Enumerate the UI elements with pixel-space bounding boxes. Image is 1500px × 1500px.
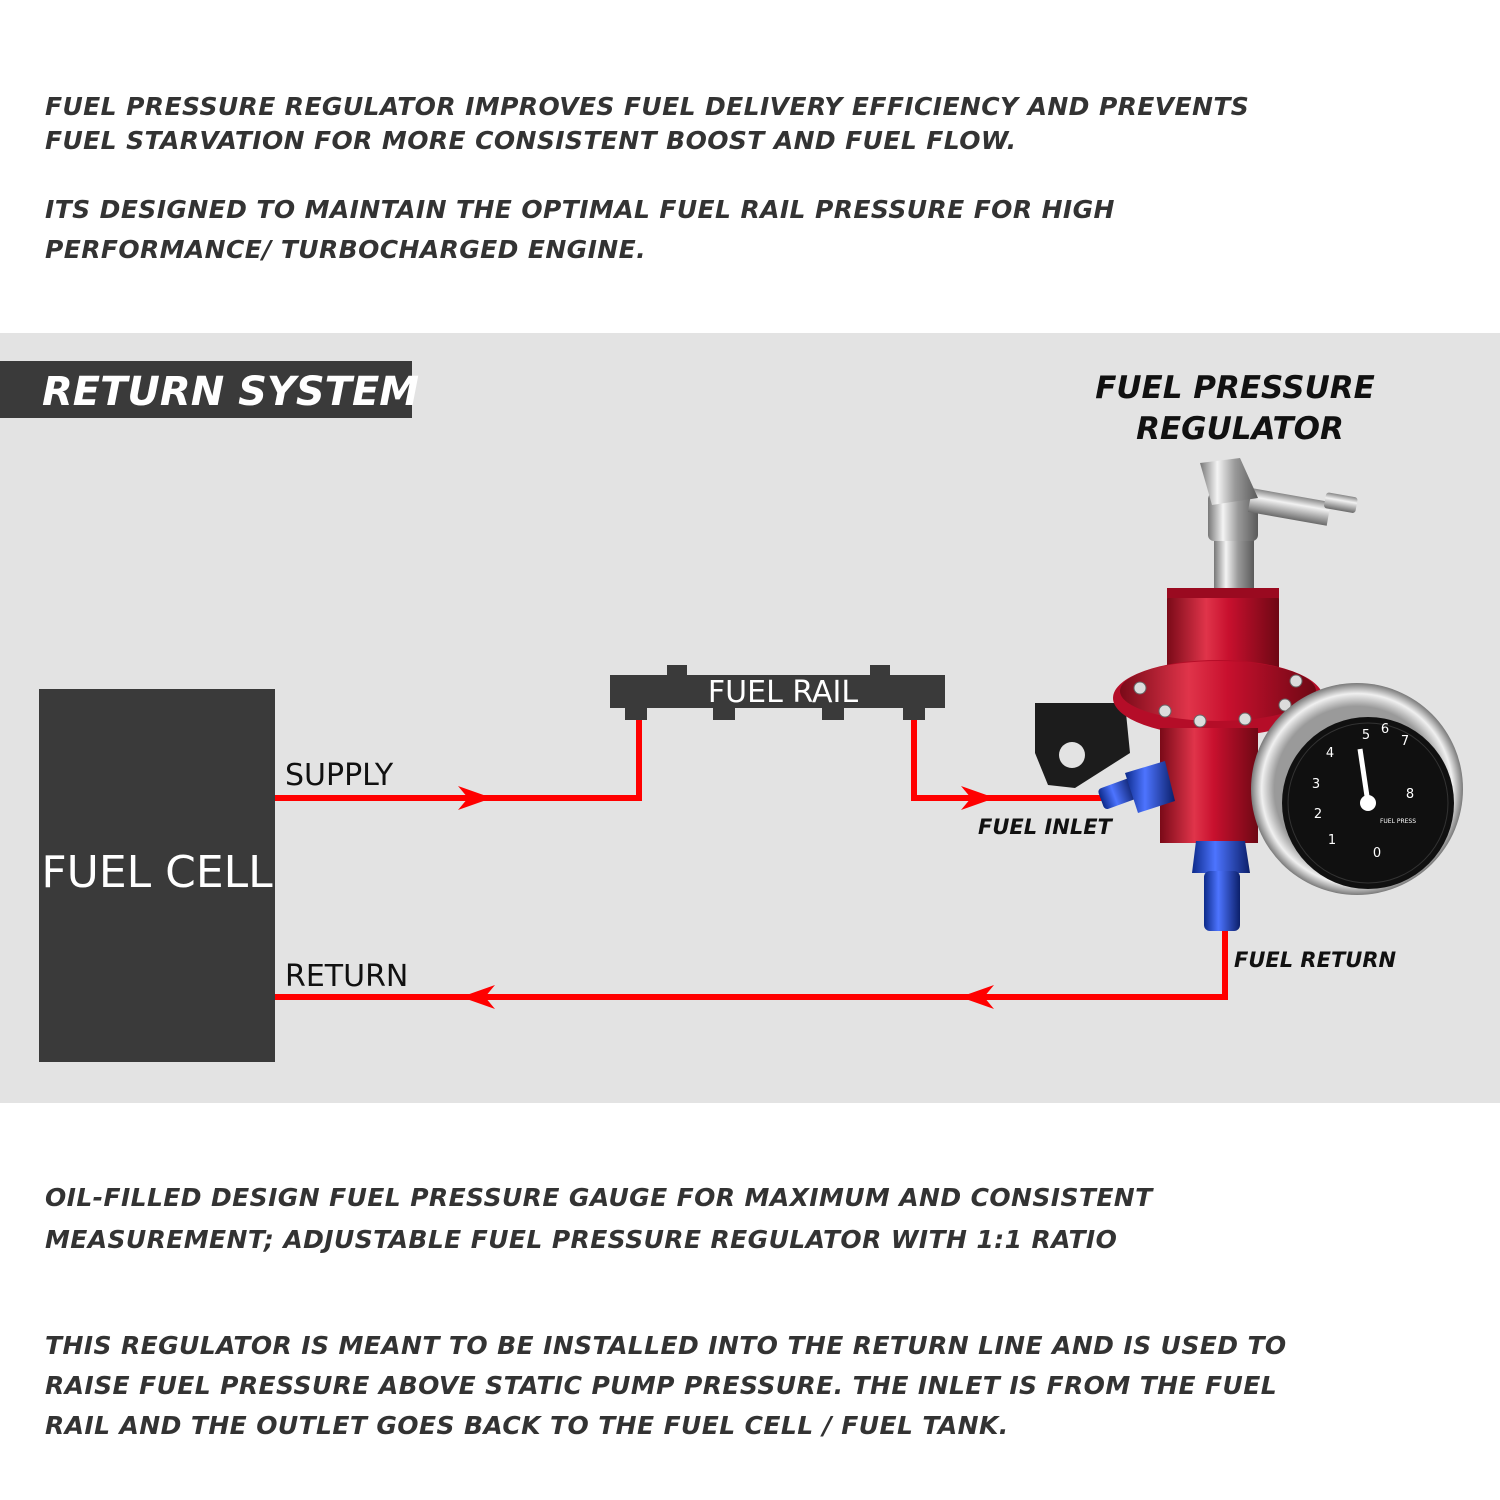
fuel-return-label: FUEL RETURN bbox=[1234, 948, 1396, 972]
inlet-fitting bbox=[1098, 778, 1137, 810]
return-arrow bbox=[960, 985, 994, 1009]
fuel-inlet-label: FUEL INLET bbox=[978, 815, 1114, 839]
fuel-rail bbox=[610, 665, 945, 720]
vacuum-nipple bbox=[1324, 492, 1358, 513]
flow-lines bbox=[275, 720, 1228, 1000]
intro-paragraph-efficiency: FUEL PRESSURE REGULATOR IMPROVES FUEL DE… bbox=[45, 90, 1249, 158]
return-arrow bbox=[461, 985, 495, 1009]
intro-line: ITS DESIGNED TO MAINTAIN THE OPTIMAL FUE… bbox=[45, 195, 1115, 224]
outro-line: OIL-FILLED DESIGN FUEL PRESSURE GAUGE FO… bbox=[45, 1183, 1153, 1212]
outro-line: RAIL AND THE OUTLET GOES BACK TO THE FUE… bbox=[45, 1411, 1009, 1440]
supply-label: SUPPLY bbox=[285, 758, 394, 793]
fuel-rail-label: FUEL RAIL bbox=[708, 675, 858, 710]
supply-arrow bbox=[458, 786, 492, 810]
fuel-pressure-regulator: 0 1 2 3 4 5 6 7 8 FUEL PRESS bbox=[1035, 458, 1463, 931]
regulator-title-line: REGULATOR bbox=[1136, 411, 1344, 447]
inlet-arrow bbox=[961, 786, 995, 810]
section-title-badge bbox=[0, 361, 412, 418]
intro-line: FUEL PRESSURE REGULATOR IMPROVES FUEL DE… bbox=[45, 92, 1250, 121]
outro-line: THIS REGULATOR IS MEANT TO BE INSTALLED … bbox=[45, 1331, 1287, 1360]
gauge-face-text: FUEL PRESS bbox=[1380, 818, 1416, 825]
intro-paragraph-design: ITS DESIGNED TO MAINTAIN THE OPTIMAL FUE… bbox=[45, 190, 1115, 270]
mounting-bracket bbox=[1035, 703, 1130, 788]
fuel-cell-box bbox=[39, 689, 275, 1062]
outro-line: RAISE FUEL PRESSURE ABOVE STATIC PUMP PR… bbox=[45, 1371, 1278, 1400]
inlet-line bbox=[911, 720, 1102, 801]
supply-line bbox=[275, 720, 642, 801]
regulator-title-line: FUEL PRESSURE bbox=[1095, 370, 1375, 406]
gauge-tick: 3 bbox=[1312, 777, 1320, 792]
gauge-tick: 1 bbox=[1328, 833, 1336, 848]
outro-paragraph-installation: THIS REGULATOR IS MEANT TO BE INSTALLED … bbox=[45, 1326, 1287, 1446]
gauge-hub bbox=[1360, 795, 1376, 811]
gauge-tick: 6 bbox=[1381, 722, 1389, 737]
return-line bbox=[275, 930, 1228, 1000]
gauge-tick: 8 bbox=[1406, 787, 1414, 802]
gauge-tick: 4 bbox=[1326, 746, 1334, 761]
gauge-tick: 5 bbox=[1362, 728, 1370, 743]
gauge-tick: 0 bbox=[1373, 846, 1381, 861]
outro-line: MEASUREMENT; ADJUSTABLE FUEL PRESSURE RE… bbox=[45, 1225, 1118, 1254]
return-fitting-barb bbox=[1204, 871, 1240, 931]
flange-bolts bbox=[1133, 674, 1303, 728]
intro-line: PERFORMANCE/ TURBOCHARGED ENGINE. bbox=[45, 235, 646, 264]
flow-arrows bbox=[458, 786, 995, 1009]
section-title: RETURN SYSTEM bbox=[42, 369, 419, 415]
vacuum-fitting-base bbox=[1214, 533, 1254, 595]
gauge-tick: 2 bbox=[1314, 807, 1322, 822]
regulator-lower-body bbox=[1160, 728, 1258, 843]
gauge-tick: 7 bbox=[1401, 734, 1409, 749]
return-label: RETURN bbox=[285, 959, 408, 994]
gauge-needle bbox=[1357, 748, 1371, 804]
outro-paragraph-gauge: OIL-FILLED DESIGN FUEL PRESSURE GAUGE FO… bbox=[45, 1177, 1153, 1261]
intro-line: FUEL STARVATION FOR MORE CONSISTENT BOOS… bbox=[45, 126, 1017, 155]
return-fitting-nut bbox=[1192, 841, 1250, 873]
return-system-diagram: RETURN SYSTEM FUEL PRESSURE REGULATOR FU… bbox=[0, 333, 1500, 1103]
fuel-cell-label: FUEL CELL bbox=[41, 847, 273, 898]
bracket-hole bbox=[1059, 742, 1085, 768]
